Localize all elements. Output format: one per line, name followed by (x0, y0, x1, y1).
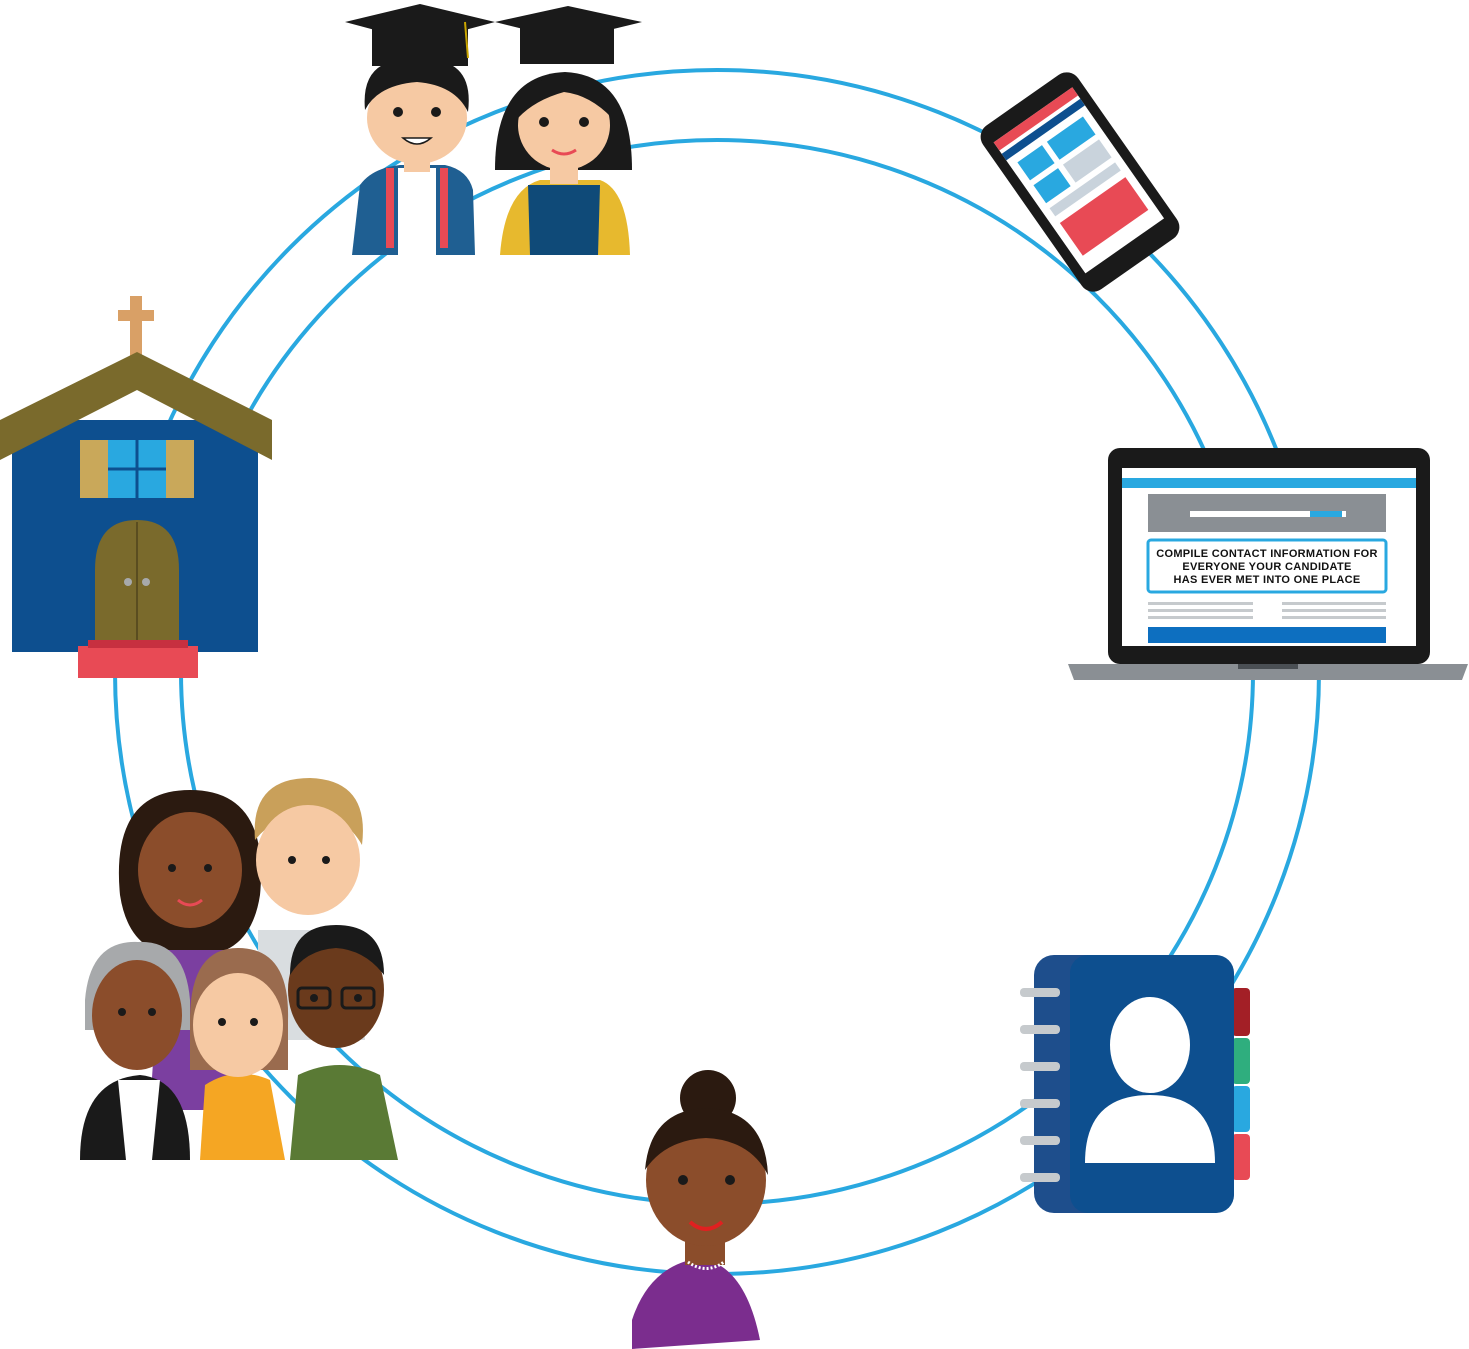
smartphone-icon (980, 72, 1180, 292)
woman-icon (632, 1070, 768, 1349)
laptop-screen-line-1: COMPILE CONTACT INFORMATION FOR (1156, 548, 1378, 560)
laptop-icon: COMPILE CONTACT INFORMATION FOR EVERYONE… (1068, 448, 1468, 680)
group-icon (80, 778, 398, 1160)
address-book-icon (1020, 955, 1250, 1213)
laptop-screen-line-3: HAS EVER MET INTO ONE PLACE (1174, 574, 1361, 586)
rings (1020, 988, 1060, 1182)
laptop-text-lines (1148, 602, 1386, 619)
graduate-girl (495, 6, 642, 255)
church-icon (0, 296, 272, 678)
graduate-boy (345, 4, 495, 255)
laptop-screen-line-2: EVERYONE YOUR CANDIDATE (1182, 561, 1351, 573)
graduates-icon (345, 4, 642, 255)
